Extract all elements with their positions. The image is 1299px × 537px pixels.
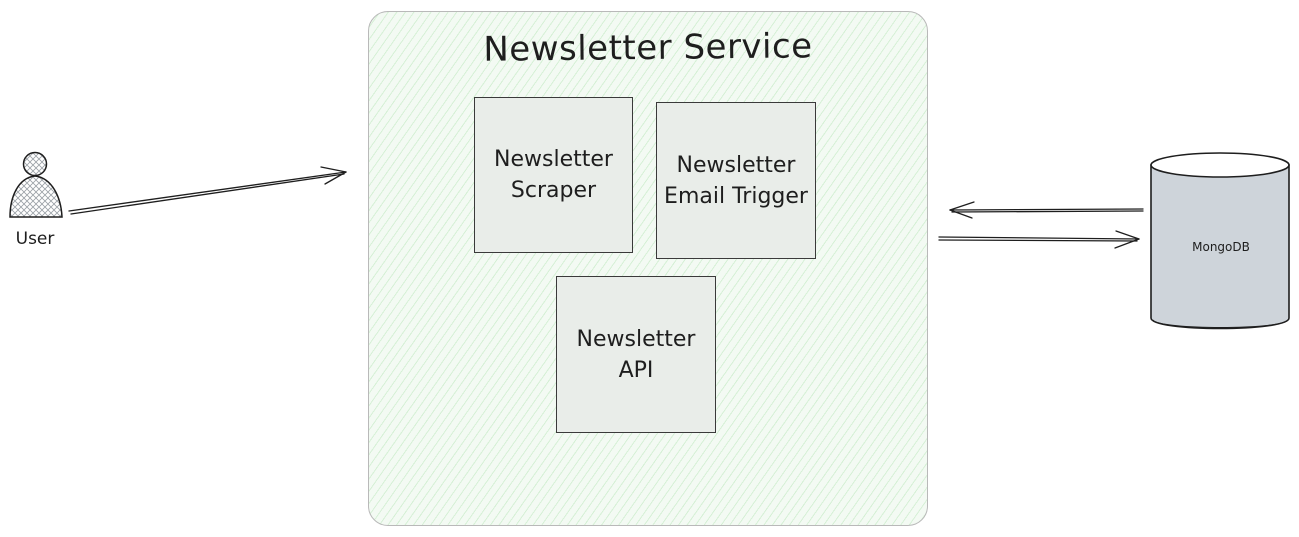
newsletter-api-box: Newsletter API xyxy=(556,276,716,433)
cylinder-icon xyxy=(1150,152,1290,330)
newsletter-scraper-label: Newsletter Scraper xyxy=(494,147,613,203)
service-to-db-arrow xyxy=(938,230,1140,249)
user-label: User xyxy=(15,229,55,249)
person-icon xyxy=(9,151,63,218)
user-to-service-arrow xyxy=(68,166,347,215)
newsletter-api-label: Newsletter API xyxy=(576,326,696,383)
newsletter-scraper-box: Newsletter Scraper xyxy=(474,97,633,253)
db-to-service-arrow xyxy=(949,201,1144,219)
mongodb-label: MongoDB xyxy=(1192,240,1250,254)
newsletter-email-trigger-box: Newsletter Email Trigger xyxy=(656,102,816,259)
newsletter-email-trigger-label: Newsletter Email Trigger xyxy=(664,152,808,209)
newsletter-service-container xyxy=(368,11,928,526)
